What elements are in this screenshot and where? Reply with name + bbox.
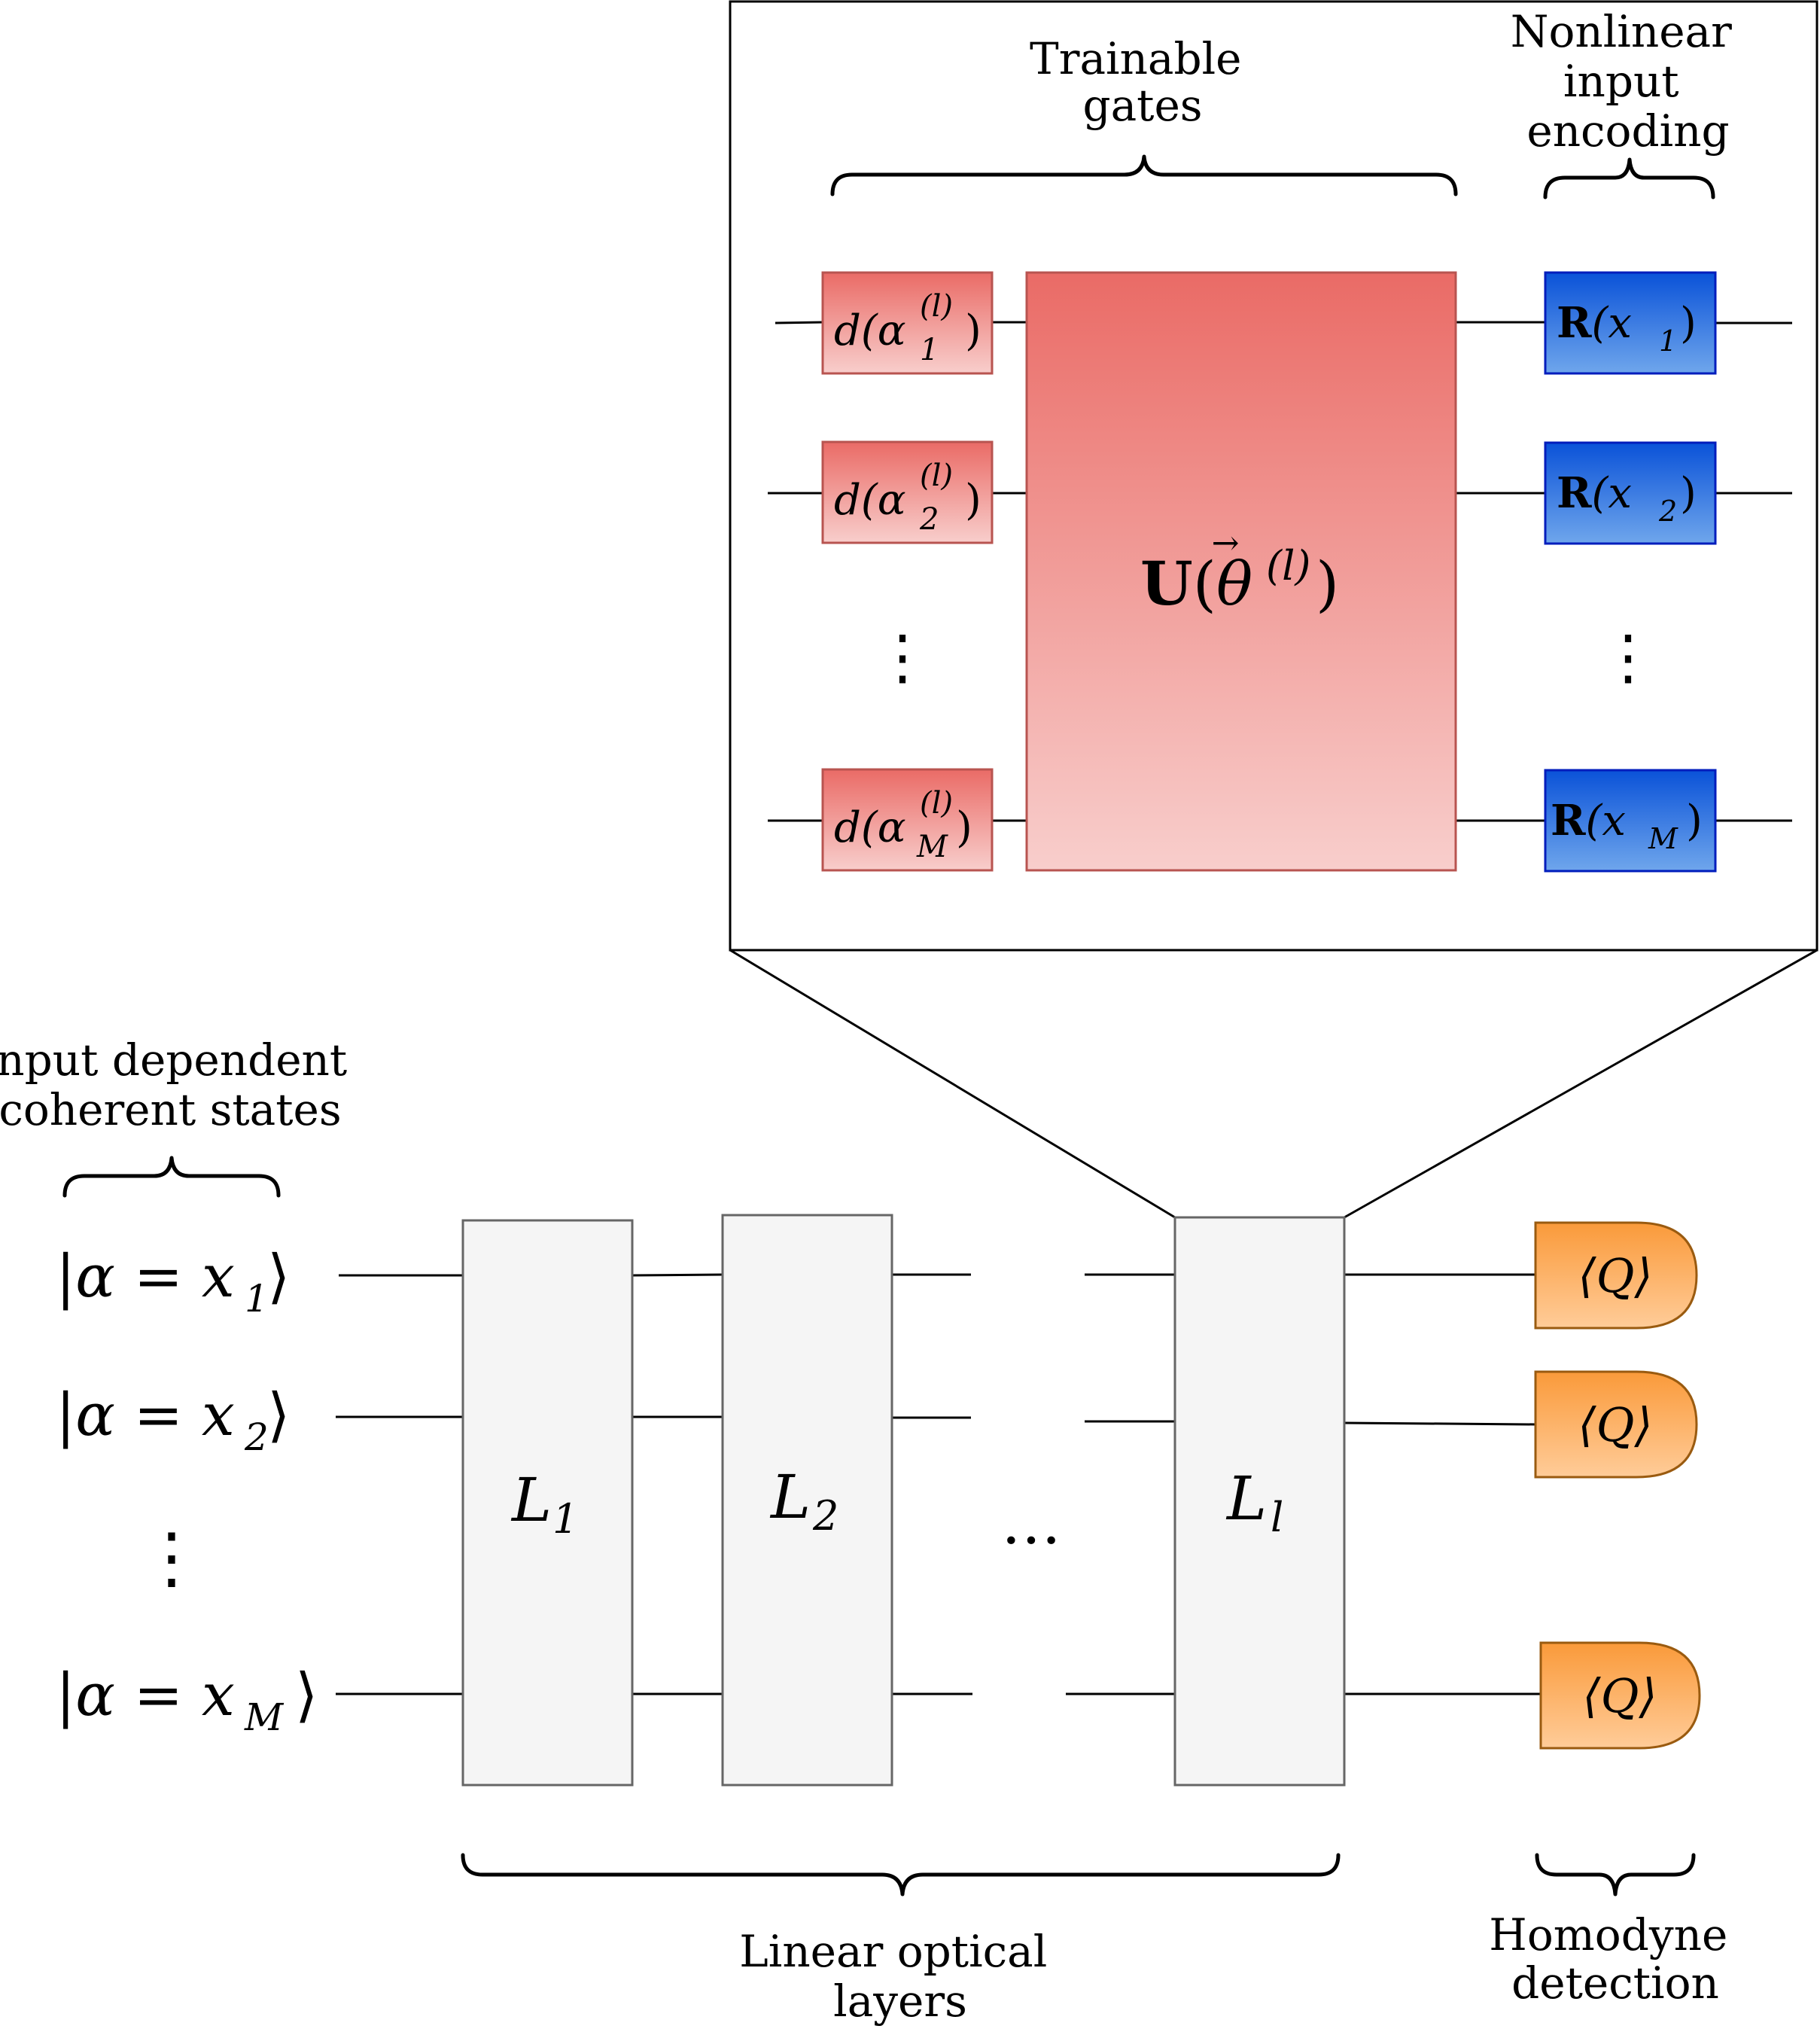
displacement-gate-m: d(α (l) M ) xyxy=(821,768,994,872)
homodyne-detection-label: Homodyne detection xyxy=(1489,1909,1741,2009)
svg-text:2: 2 xyxy=(919,502,939,537)
svg-text:|α = x: |α = x xyxy=(56,1382,235,1449)
encoding-gate-2: R(x 2 ) xyxy=(1544,441,1717,545)
svg-text:U(θ: U(θ xyxy=(1140,548,1252,619)
svg-text:L: L xyxy=(510,1465,552,1535)
svg-text:⟩: ⟩ xyxy=(267,1243,290,1311)
linear-optical-layers-label: Linear optical layers xyxy=(739,1926,1061,2027)
theta-vector-arrow: → xyxy=(1212,524,1240,562)
svg-text:l: l xyxy=(1271,1494,1283,1541)
zoom-line-left xyxy=(729,949,1176,1219)
main-wires xyxy=(336,1273,1541,1695)
svg-text:L: L xyxy=(769,1462,811,1532)
svg-text:|α = x: |α = x xyxy=(56,1243,235,1311)
homodyne-brace xyxy=(1535,1853,1696,1896)
detector-m: ⟨Q⟩ xyxy=(1539,1641,1701,1750)
svg-text:⟩: ⟩ xyxy=(267,1382,290,1449)
svg-text:(l): (l) xyxy=(920,458,953,493)
input-states-label: Input dependent coherent states xyxy=(0,1034,361,1135)
svg-text:(l): (l) xyxy=(1266,542,1310,589)
svg-text:⟨Q⟩: ⟨Q⟩ xyxy=(1582,1668,1657,1723)
encoding-brace xyxy=(1543,157,1715,200)
inset-wires xyxy=(768,321,1792,822)
svg-text:1: 1 xyxy=(1659,324,1677,358)
svg-text:L: L xyxy=(1225,1464,1267,1534)
svg-text:): ) xyxy=(1680,469,1697,518)
zoom-line-right xyxy=(1344,949,1818,1219)
svg-text:): ) xyxy=(1680,299,1697,348)
svg-text:R(x: R(x xyxy=(1557,298,1632,348)
svg-text:d(α: d(α xyxy=(834,306,906,355)
layers-hdots: … xyxy=(1001,1488,1061,1558)
input-state-1: |α = x 1 ⟩ xyxy=(56,1243,290,1321)
detector-2: ⟨Q⟩ xyxy=(1534,1370,1698,1479)
unitary-block: U(θ → (l) ) xyxy=(1025,271,1457,872)
detector-1: ⟨Q⟩ xyxy=(1534,1221,1698,1330)
svg-text:): ) xyxy=(956,803,972,852)
linear-layers-brace xyxy=(461,1853,1341,1896)
svg-text:d(α: d(α xyxy=(834,476,906,525)
svg-text:(l): (l) xyxy=(920,786,953,821)
svg-text:2: 2 xyxy=(1658,495,1677,528)
inset-vdots-right: ⋮ xyxy=(1598,622,1658,692)
encoding-gate-m: R(x M ) xyxy=(1544,769,1717,873)
input-state-m: |α = x M ⟩ xyxy=(56,1662,318,1739)
trainable-gates-brace xyxy=(830,154,1458,196)
svg-text:M: M xyxy=(1648,822,1678,855)
svg-text:2: 2 xyxy=(244,1415,269,1459)
svg-text:M: M xyxy=(916,830,948,864)
nonlinear-encoding-label: Nonlinear input encoding xyxy=(1511,6,1746,157)
svg-text:): ) xyxy=(1316,549,1339,619)
input-state-2: |α = x 2 ⟩ xyxy=(56,1382,290,1459)
svg-text:⟨Q⟩: ⟨Q⟩ xyxy=(1578,1397,1652,1452)
displacement-gate-1: d(α (l) 1 ) xyxy=(821,271,994,375)
svg-text:⟩: ⟩ xyxy=(295,1662,318,1729)
layer-l: L l xyxy=(1173,1216,1346,1787)
svg-text:R(x: R(x xyxy=(1551,796,1626,845)
svg-text:1: 1 xyxy=(552,1495,578,1543)
svg-text:2: 2 xyxy=(812,1492,838,1540)
svg-text:1: 1 xyxy=(245,1277,269,1321)
svg-text:⟨Q⟩: ⟨Q⟩ xyxy=(1578,1248,1652,1303)
input-vdots: ⋮ xyxy=(138,1519,205,1598)
svg-text:|α = x: |α = x xyxy=(56,1662,235,1729)
svg-text:(l): (l) xyxy=(920,289,953,324)
svg-text:R(x: R(x xyxy=(1557,468,1632,518)
svg-text:M: M xyxy=(244,1695,285,1739)
svg-text:): ) xyxy=(1686,797,1703,845)
trainable-gates-label: Trainable gates xyxy=(1030,33,1255,131)
displacement-gate-2: d(α (l) 2 ) xyxy=(821,440,994,544)
svg-text:): ) xyxy=(965,306,982,355)
inset-vdots-left: ⋮ xyxy=(872,622,933,692)
layer-2: L 2 xyxy=(721,1214,893,1787)
svg-text:): ) xyxy=(965,476,982,525)
encoding-gate-1: R(x 1 ) xyxy=(1544,271,1717,375)
layer-1: L 1 xyxy=(461,1219,634,1787)
input-states-brace xyxy=(62,1156,281,1198)
svg-text:d(α: d(α xyxy=(834,803,906,852)
svg-text:1: 1 xyxy=(920,333,939,367)
